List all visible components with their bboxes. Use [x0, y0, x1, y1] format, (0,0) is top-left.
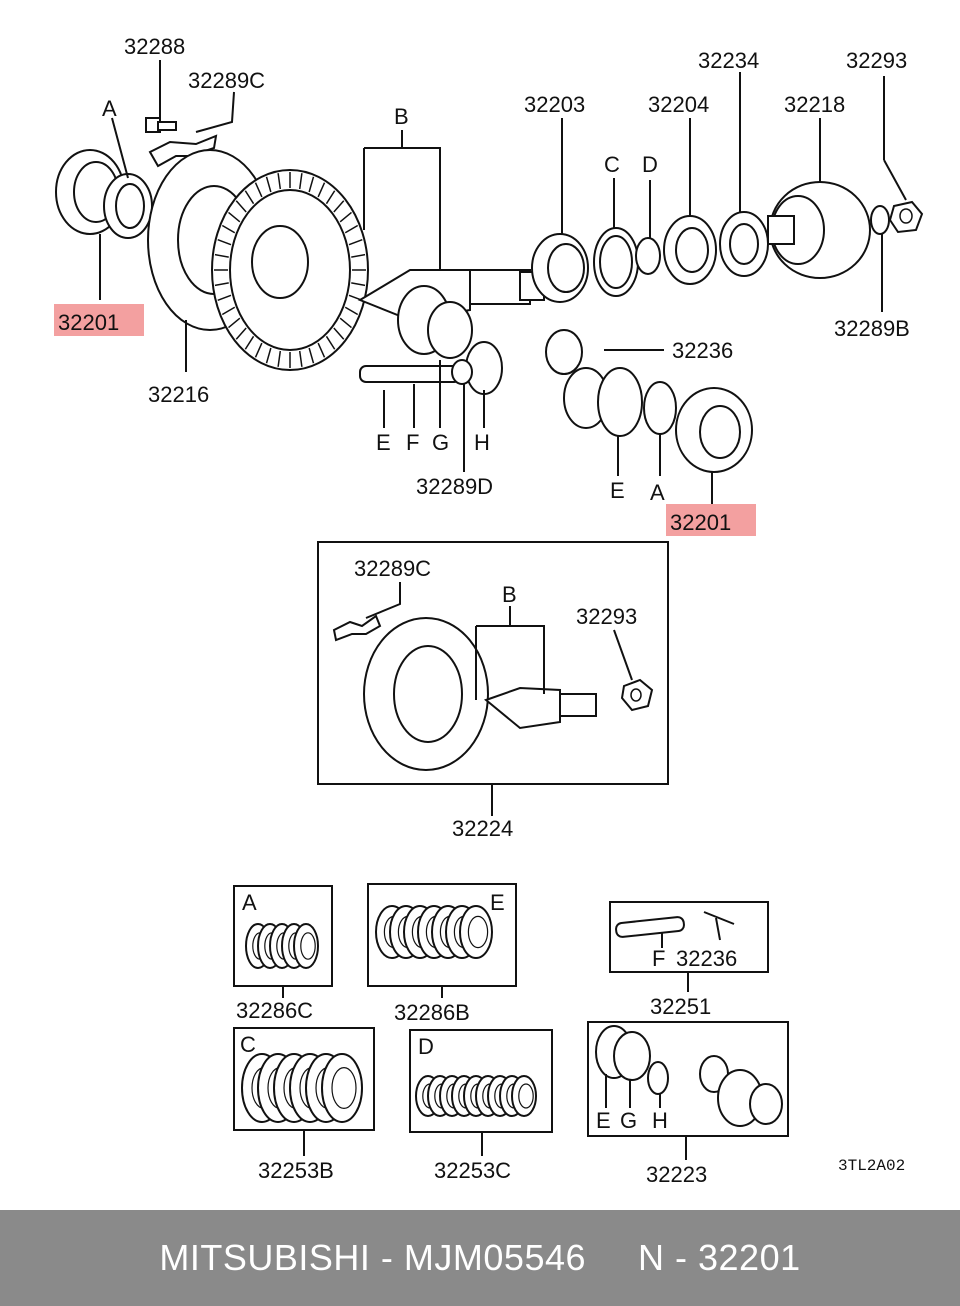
spacer-C: [593, 227, 639, 297]
label-32204: 32204: [648, 92, 709, 117]
label-A-right: A: [650, 480, 665, 505]
bolt-32288: [145, 117, 177, 133]
footer-ref: N - 32201: [638, 1237, 801, 1278]
footer-separator: -: [380, 1237, 394, 1278]
label-32289B: 32289B: [834, 316, 910, 341]
label-32224: 32224: [452, 816, 513, 841]
label-G-mid: G: [432, 430, 449, 455]
footer-part-number: MJM05546: [403, 1237, 587, 1278]
label-32201-right: 32201: [670, 510, 731, 535]
label-32253C: 32253C: [434, 1158, 511, 1183]
label-32236-kit: 32236: [676, 946, 737, 971]
label-32289C-box: 32289C: [354, 556, 431, 581]
label-32286C: 32286C: [236, 998, 313, 1023]
label-32216: 32216: [148, 382, 209, 407]
label-E-kit: E: [490, 890, 505, 915]
label-32236-top: 32236: [672, 338, 733, 363]
label-32289C-top: 32289C: [188, 68, 265, 93]
label-32293-top: 32293: [846, 48, 907, 73]
label-32234: 32234: [698, 48, 759, 73]
bearing-32203: [531, 233, 589, 303]
side-gears: [359, 285, 503, 395]
companion-flange-32218: [767, 181, 871, 279]
bearing-32201-right: [675, 387, 753, 473]
label-32253B: 32253B: [258, 1158, 334, 1183]
label-D-kit: D: [418, 1034, 434, 1059]
diagram-code: 3TL2A02: [838, 1157, 905, 1175]
box-lock-tab: [332, 614, 382, 642]
gear-set-32223: [595, 1025, 783, 1127]
pinion-shaft-F: [615, 911, 735, 938]
label-32286B: 32286B: [394, 1000, 470, 1025]
label-E-mid: E: [376, 430, 391, 455]
washer-stack-E: [375, 905, 493, 959]
label-A-top: A: [102, 96, 117, 121]
bearing-32201-left: [55, 149, 153, 239]
callout-labels: 32288 32289C A 32201 32216 B 32203 C D 3…: [58, 34, 910, 1187]
shim-stack-A: [245, 923, 319, 969]
label-C-kit: C: [240, 1032, 256, 1057]
label-E-set: E: [596, 1108, 611, 1133]
label-H-set: H: [652, 1108, 668, 1133]
ring-gear: [211, 169, 369, 371]
box-ring-gear: [363, 617, 489, 771]
spacer-stack-C: [241, 1053, 363, 1123]
label-32251: 32251: [650, 994, 711, 1019]
label-32288: 32288: [124, 34, 185, 59]
footer-bar: MITSUBISHI - MJM05546 N - 32201: [0, 1210, 960, 1306]
label-F-mid: F: [406, 430, 419, 455]
shim-D: [635, 237, 661, 275]
label-32293-box: 32293: [576, 604, 637, 629]
label-32218: 32218: [784, 92, 845, 117]
label-B-box: B: [502, 582, 517, 607]
label-C-top: C: [604, 152, 620, 177]
label-32289D: 32289D: [416, 474, 493, 499]
oil-seal-32234: [719, 211, 769, 277]
label-32203: 32203: [524, 92, 585, 117]
label-32223: 32223: [646, 1162, 707, 1187]
washer-32289B: [870, 205, 890, 235]
footer-caption: MITSUBISHI - MJM05546 N - 32201: [0, 1210, 960, 1306]
highlight-32201-left: [54, 304, 144, 336]
box-pinion: [483, 686, 597, 730]
footer-brand: MITSUBISHI: [159, 1237, 371, 1278]
label-F-kit: F: [652, 946, 665, 971]
label-D-top: D: [642, 152, 658, 177]
bearing-32204: [663, 215, 717, 285]
box-nut: [620, 678, 654, 712]
shim-stack-D: [415, 1075, 537, 1117]
label-H-mid: H: [474, 430, 490, 455]
nut-32293: [888, 200, 924, 234]
label-E-right: E: [610, 478, 625, 503]
label-B-top: B: [394, 104, 409, 129]
differential-pinion: [545, 329, 677, 437]
lock-tab-32289C: [148, 134, 218, 168]
label-A-kit: A: [242, 890, 257, 915]
label-32201-left: 32201: [58, 310, 119, 335]
label-G-set: G: [620, 1108, 637, 1133]
kit-box-32223: [587, 1021, 789, 1137]
highlight-32201-right: [666, 504, 756, 536]
